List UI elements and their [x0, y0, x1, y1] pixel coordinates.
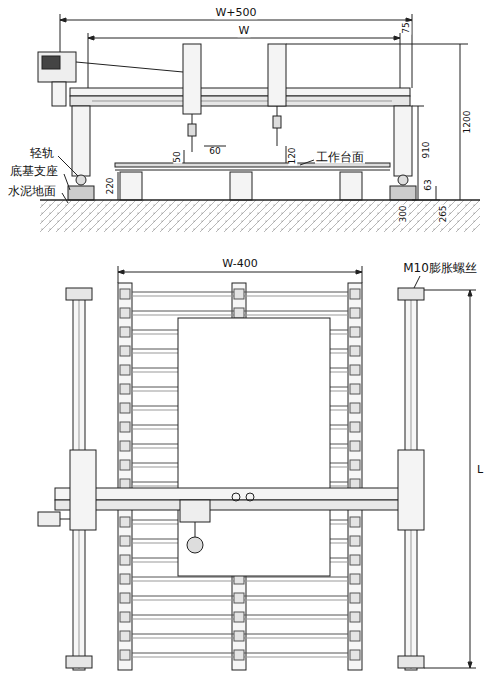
- part-name: 水泥地面: [7, 185, 57, 198]
- rack-tooth: [120, 384, 130, 394]
- rack-tooth: [120, 536, 130, 546]
- dimension: W: [238, 25, 251, 37]
- rack-tooth: [120, 612, 130, 622]
- dimension: L: [476, 464, 484, 476]
- dimension: 75: [402, 21, 411, 34]
- rack-tooth: [350, 384, 360, 394]
- rack-tooth: [120, 365, 130, 375]
- rack-tooth: [120, 650, 130, 660]
- rack-tooth: [120, 593, 130, 603]
- rack-tooth: [234, 650, 244, 660]
- rack-tooth: [350, 308, 360, 318]
- dimension: 60: [208, 147, 221, 156]
- rack-tooth: [120, 574, 130, 584]
- rack-tooth: [234, 612, 244, 622]
- plan-view: [38, 266, 476, 670]
- dimension: 50: [173, 150, 182, 163]
- rack-tooth: [234, 593, 244, 603]
- dimension: 265: [439, 204, 448, 223]
- dimension: 1200: [463, 110, 472, 135]
- rack-tooth: [350, 650, 360, 660]
- dimension: 220: [106, 176, 115, 195]
- rack-tooth: [120, 555, 130, 565]
- dimension: 63: [424, 178, 433, 191]
- rack-tooth: [350, 612, 360, 622]
- front-view: [38, 14, 480, 232]
- part-name: 底基支座: [9, 165, 59, 178]
- dimension: W-400: [221, 258, 258, 270]
- rack-tooth: [350, 631, 360, 641]
- rack-tooth: [350, 460, 360, 470]
- dimension: W+500: [214, 7, 257, 19]
- part-name: M10膨胀螺丝: [402, 262, 478, 275]
- rack-tooth: [120, 308, 130, 318]
- rack-tooth: [234, 631, 244, 641]
- rack-tooth: [350, 517, 360, 527]
- dimension: 300: [399, 204, 408, 223]
- rack-tooth: [234, 289, 244, 299]
- rack-tooth: [120, 441, 130, 451]
- rack-tooth: [350, 289, 360, 299]
- part-name: 轻轨: [29, 147, 55, 160]
- part-name: 工作台面: [315, 151, 365, 164]
- dimension: 120: [288, 146, 297, 165]
- rack-tooth: [350, 422, 360, 432]
- rack-tooth: [350, 536, 360, 546]
- rack-tooth: [350, 403, 360, 413]
- rack-tooth: [120, 460, 130, 470]
- rack-tooth: [120, 327, 130, 337]
- rack-tooth: [120, 631, 130, 641]
- rack-tooth: [350, 555, 360, 565]
- rack-tooth: [120, 517, 130, 527]
- rack-tooth: [350, 593, 360, 603]
- rack-tooth: [120, 346, 130, 356]
- rack-tooth: [120, 403, 130, 413]
- rack-tooth: [350, 441, 360, 451]
- rack-tooth: [350, 346, 360, 356]
- rack-tooth: [120, 422, 130, 432]
- rack-tooth: [350, 327, 360, 337]
- rack-tooth: [234, 308, 244, 318]
- dimension: 910: [422, 140, 431, 159]
- rack-tooth: [350, 365, 360, 375]
- rack-tooth: [120, 289, 130, 299]
- rack-tooth: [350, 574, 360, 584]
